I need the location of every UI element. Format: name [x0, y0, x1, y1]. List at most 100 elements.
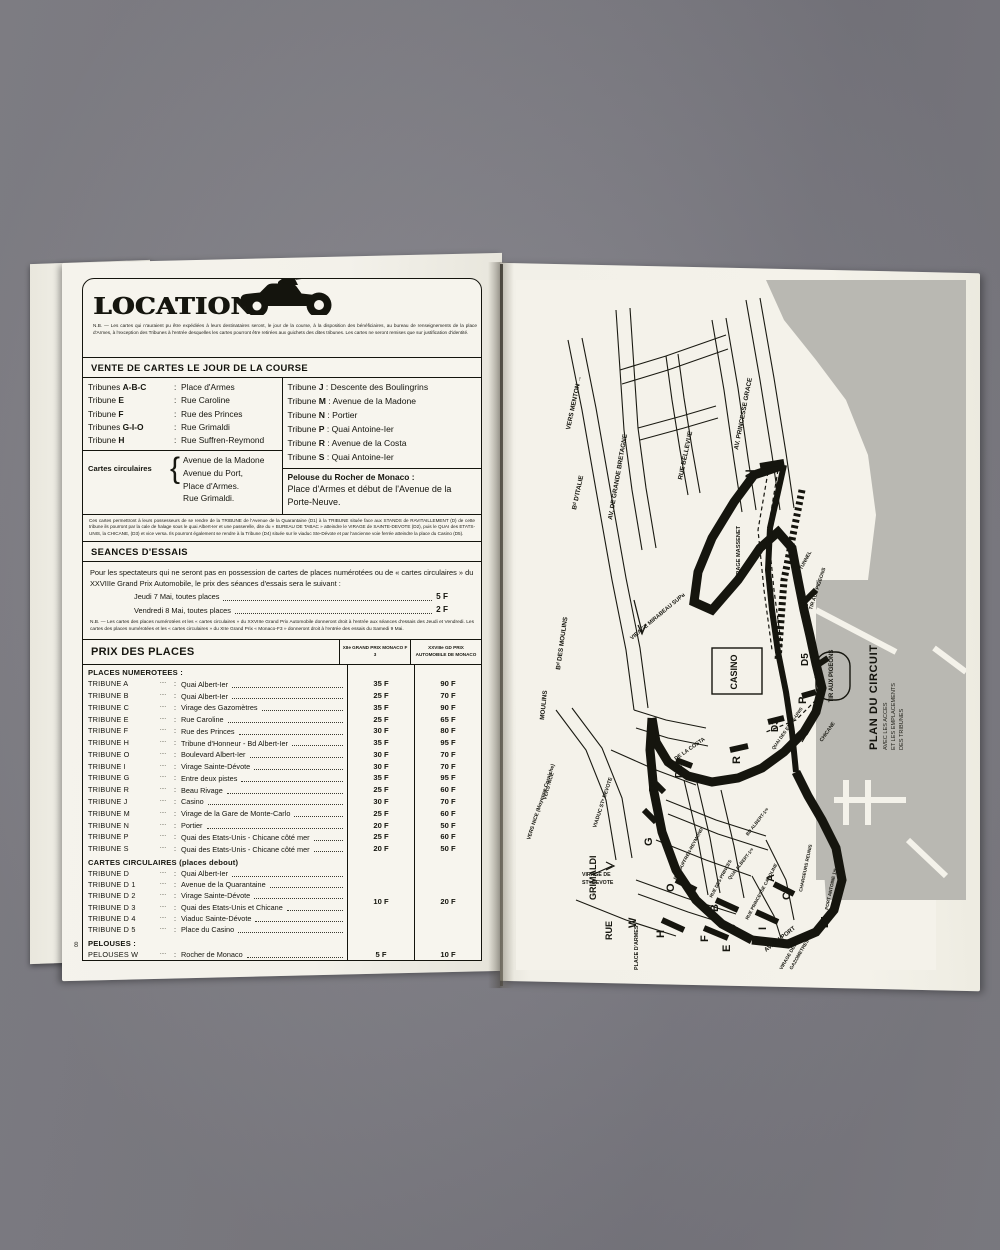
- leader-dots: [269, 886, 343, 888]
- essais-intro: Pour les spectateurs qui ne seront pas e…: [90, 567, 474, 589]
- right-page-content: avis aux SPECTATEURS Le présent règlemen…: [516, 280, 966, 970]
- prix-row-name: TRIBUNE J: [88, 797, 128, 806]
- prix-row-street: Quai des Etats-Unis et Chicane: [181, 902, 347, 913]
- svg-text:B: B: [709, 904, 721, 912]
- table-row: TRIBUNE D 4....:Viaduc Sainte-Dévote: [83, 913, 347, 924]
- prix-row-name: TRIBUNE D 5: [88, 925, 136, 935]
- prix-col2-header: XXVIIIe GD PRIX AUTOMOBILE DE MONACO: [410, 640, 481, 665]
- table-row: TRIBUNE D 2....:Virage Sainte-Dévote: [83, 890, 347, 901]
- prix-row-price2: 70 F: [414, 748, 481, 761]
- prix-row-colon: :: [174, 868, 177, 878]
- essais-price: 2 F: [436, 605, 448, 615]
- prix-row-colon: :: [174, 785, 177, 795]
- prix-row-price2: 95 F: [414, 737, 481, 749]
- vente-left-row: Tribune F:Rue des Princes: [83, 408, 282, 421]
- prix-row-street: Virage de la Gare de Monte-Carlo: [181, 808, 347, 820]
- svg-text:MOULINS: MOULINS: [539, 689, 549, 720]
- vente-right-label: Tribune R: [287, 437, 325, 448]
- circuit-track-return: [751, 769, 847, 949]
- numbered-places-section: PLACES NUMEROTEES :: [83, 665, 481, 679]
- svg-text:D2: D2: [674, 765, 685, 778]
- leader-dots: [232, 686, 343, 688]
- essais-label: Jeudi 7 Mai, toutes places: [134, 592, 220, 602]
- prix-row-street: Quai Albert-Ier: [181, 868, 347, 879]
- numbered-places-header: PLACES NUMEROTEES :: [88, 668, 183, 678]
- prix-row-street: Quai des Etats-Unis - Chicane côté mer: [181, 843, 347, 855]
- vente-right-value: Quai Antoine-Ier: [331, 423, 394, 434]
- svg-text:R: R: [731, 756, 743, 764]
- circulaires-price1: 10 F: [347, 867, 414, 936]
- prix-row-price2: 70 F: [414, 690, 481, 702]
- leader-dots: [207, 804, 343, 806]
- essais-label: Vendredi 8 Mai, toutes places: [134, 605, 231, 615]
- prix-row-street: Quai Albert-Ier: [181, 690, 347, 702]
- prix-row-street: Viaduc Sainte-Dévote: [181, 913, 347, 924]
- svg-text:TIR AUX PIGEONS: TIR AUX PIGEONS: [829, 650, 835, 703]
- prix-row-street: Virage Sainte-Dévote: [181, 890, 347, 901]
- prix-title: PRIX DES PLACES: [91, 646, 195, 659]
- prix-row-colon: :: [174, 832, 177, 842]
- prix-row-street: Rocher de Monaco: [181, 949, 347, 961]
- leader-dots: [313, 839, 343, 841]
- map-tribune-letters: N M D5 S P D3 R D2 D4 G O B D H F E C: [627, 469, 831, 952]
- prix-row-street: Boulevard Albert-Ier: [181, 749, 347, 761]
- leader-dots: [286, 909, 343, 911]
- prix-row-price1: 20 F: [347, 843, 414, 855]
- prix-row-dots: ....: [159, 785, 167, 792]
- vente-colon: :: [174, 435, 177, 446]
- vente-right-row: Tribune J : Descente des Boulingrins: [287, 382, 429, 392]
- left-page-content: LOCATION N.B. — Les cartes qui n'auraien…: [82, 278, 482, 962]
- svg-text:D4: D4: [648, 779, 659, 792]
- prix-row-price1: 25 F: [347, 690, 414, 702]
- svg-text:A: A: [765, 874, 777, 882]
- vente-location: Rue Caroline: [181, 395, 230, 406]
- prix-row-price1: 25 F: [347, 713, 414, 726]
- prix-des-places-table: PRIX DES PLACES XIIe GRAND PRIX MONACO F…: [82, 640, 482, 962]
- leader-dots: [254, 898, 343, 900]
- leader-dots: [291, 745, 343, 747]
- svg-text:F: F: [699, 935, 711, 942]
- prix-row-name: TRIBUNE D: [88, 868, 130, 878]
- leader-dots: [249, 757, 343, 759]
- svg-text:STᵉ DEVOTE: STᵉ DEVOTE: [582, 880, 614, 886]
- essais-price-line: Vendredi 8 Mai, toutes places 2 F: [90, 603, 474, 616]
- prix-row-price2: 95 F: [414, 772, 481, 785]
- table-row: TRIBUNE M....:Virage de la Gare de Monte…: [83, 807, 481, 820]
- prix-row-colon: :: [174, 702, 177, 712]
- vente-right-label: Tribune J: [287, 382, 324, 392]
- cartes-circulaires-label: Cartes circulaires: [88, 464, 152, 474]
- pelouse-block: Pelouse du Rocher de Monaco : Place d'Ar…: [282, 467, 481, 514]
- prix-row-street: Entre deux pistes: [181, 772, 347, 784]
- prix-row-price1: 25 F: [347, 784, 414, 796]
- prix-row-price1: 5 F: [347, 948, 414, 961]
- prix-row-price2: 60 F: [414, 831, 481, 844]
- map-caption-line: AVEC LES ACCES: [883, 702, 889, 750]
- vente-right-row: Tribune P : Quai Antoine-Ier: [287, 423, 394, 434]
- prix-row-name: TRIBUNE B: [88, 691, 129, 701]
- vente-right-label: Tribune S: [287, 451, 325, 462]
- prix-row-dots: ....: [159, 820, 167, 827]
- location-masthead: LOCATION N.B. — Les cartes qui n'auraien…: [82, 278, 482, 358]
- prix-row-colon: :: [174, 714, 177, 724]
- circulaires-explanation: Ces cartes permettront à leurs possesseu…: [82, 514, 482, 542]
- cartes-circulaires-item: Avenue du Port,: [183, 468, 243, 479]
- vente-right-row: Tribune R : Avenue de la Costa: [287, 437, 407, 448]
- prix-row-colon: :: [174, 808, 177, 818]
- prix-row-name: TRIBUNE D 2: [88, 891, 136, 901]
- prix-row-dots: ....: [159, 797, 167, 803]
- prix-row-name: PELOUSES W: [88, 949, 139, 959]
- prix-row-price1: 30 F: [347, 748, 414, 761]
- svg-text:N: N: [743, 469, 757, 478]
- prix-row-colon: :: [174, 761, 177, 771]
